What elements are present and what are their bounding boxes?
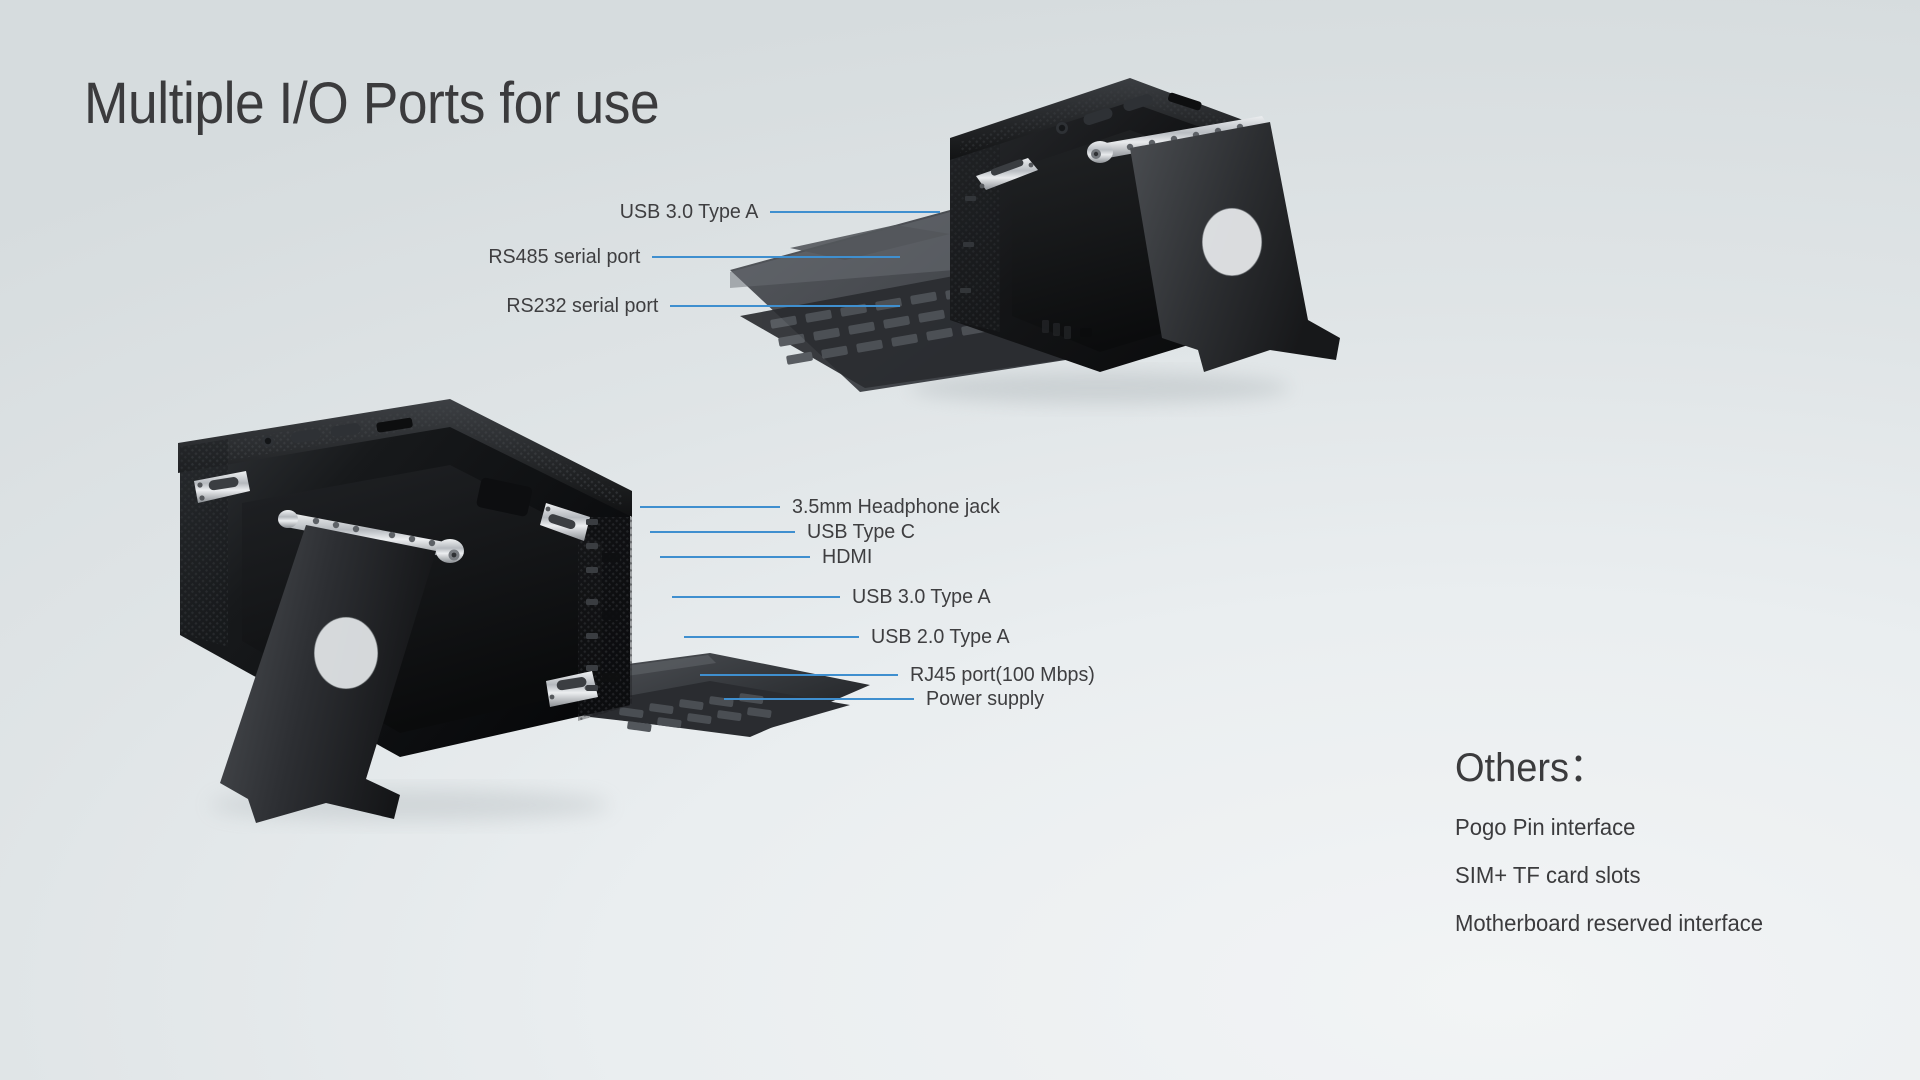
others-item-0: Pogo Pin interface bbox=[1455, 814, 1636, 840]
callout-label: USB 3.0 Type A bbox=[619, 200, 758, 223]
callout-top-0: USB 3.0 Type A bbox=[520, 200, 940, 223]
callout-bottom-3: USB 3.0 Type A bbox=[672, 585, 996, 608]
others-heading: Others： bbox=[1455, 746, 1608, 790]
others-section: Others： Pogo Pin interface SIM+ TF card … bbox=[1455, 735, 1776, 937]
callout-label: USB 2.0 Type A bbox=[871, 625, 1010, 648]
page-title: Multiple I/O Ports for use bbox=[84, 71, 660, 136]
callout-label: RS485 serial port bbox=[487, 245, 640, 268]
leader-line bbox=[660, 556, 810, 558]
callout-bottom-0: 3.5mm Headphone jack bbox=[640, 495, 1009, 518]
callout-label: RJ45 port(100 Mbps) bbox=[910, 663, 1095, 686]
callout-bottom-6: Power supply bbox=[724, 687, 1049, 710]
others-item-2: Motherboard reserved interface bbox=[1455, 910, 1764, 936]
leader-line bbox=[640, 506, 780, 508]
side-port-icons bbox=[960, 196, 976, 293]
callout-bottom-2: HDMI bbox=[660, 545, 874, 568]
leader-line bbox=[700, 674, 898, 676]
callout-top-1: RS485 serial port bbox=[380, 245, 900, 268]
others-item-1: SIM+ TF card slots bbox=[1455, 862, 1641, 888]
callout-top-2: RS232 serial port bbox=[400, 294, 900, 317]
kickstand-leg bbox=[220, 525, 436, 823]
callout-label: USB Type C bbox=[807, 520, 915, 543]
callout-bottom-4: USB 2.0 Type A bbox=[684, 625, 1015, 648]
leader-line bbox=[670, 305, 900, 307]
callout-label: USB 3.0 Type A bbox=[852, 585, 991, 608]
metal-mount-bracket-bottom bbox=[546, 671, 598, 707]
camera-window bbox=[476, 477, 532, 517]
callout-bottom-5: RJ45 port(100 Mbps) bbox=[700, 663, 1103, 686]
leader-line bbox=[672, 596, 840, 598]
leader-line bbox=[684, 636, 859, 638]
power-and-volume-buttons bbox=[262, 417, 413, 447]
callout-bottom-1: USB Type C bbox=[650, 520, 919, 543]
power-and-volume-buttons bbox=[1056, 92, 1202, 134]
product-image-top bbox=[730, 20, 1440, 420]
vent-marks bbox=[1042, 320, 1092, 339]
metal-mount-bracket-left bbox=[194, 471, 250, 503]
leader-line bbox=[650, 531, 795, 533]
product-image-bottom bbox=[150, 385, 930, 845]
metal-mount-bracket bbox=[976, 158, 1038, 190]
side-port-icons bbox=[586, 519, 598, 691]
metal-mount-bracket-right bbox=[540, 503, 590, 541]
callout-label: 3.5mm Headphone jack bbox=[792, 495, 1000, 518]
callout-label: RS232 serial port bbox=[505, 294, 658, 317]
callout-label: HDMI bbox=[822, 545, 873, 568]
callout-label: Power supply bbox=[926, 687, 1045, 710]
leader-line bbox=[770, 211, 940, 213]
leader-line bbox=[652, 256, 900, 258]
device-shadow bbox=[910, 372, 1290, 404]
leader-line bbox=[724, 698, 914, 700]
kickstand-leg bbox=[1130, 122, 1340, 372]
